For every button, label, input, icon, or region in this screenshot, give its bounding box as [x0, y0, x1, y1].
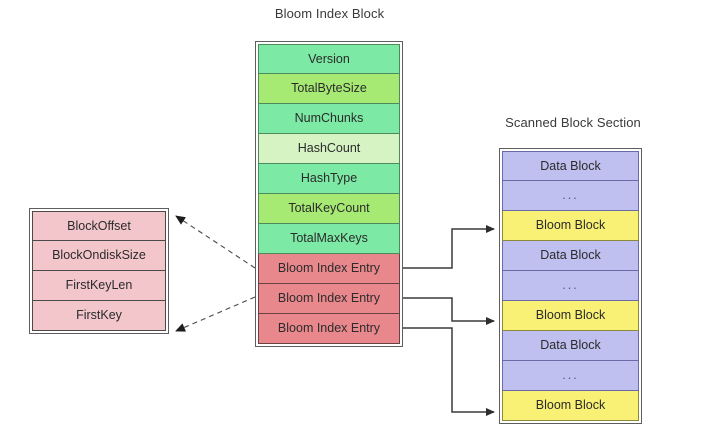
- table-row-bloom-index-entry-2: Bloom Index Entry: [258, 284, 400, 314]
- cell-label: Bloom Index Entry: [277, 261, 381, 276]
- cell-label: Data Block: [540, 338, 601, 353]
- entry-to-bloom-block-link-2: [403, 297, 495, 325]
- cell-label: NumChunks: [294, 111, 364, 126]
- entry-to-bloom-block-link-3: [403, 327, 495, 416]
- table-row-numchunks: NumChunks: [258, 104, 400, 134]
- cell-label: Version: [308, 51, 350, 66]
- table-row-bloom-index-entry-1: Bloom Index Entry: [258, 254, 400, 284]
- table-row-totalbytesize: TotalByteSize: [258, 74, 400, 104]
- dashed-callout-upper: [175, 215, 256, 269]
- cell-label: TotalKeyCount: [288, 201, 370, 216]
- table-row-data-block-2: Data Block: [502, 241, 639, 271]
- table-row-bloom-block-2: Bloom Block: [502, 301, 639, 331]
- cell-label: Bloom Index Entry: [277, 291, 381, 306]
- cell-label: Bloom Index Entry: [277, 321, 381, 336]
- cell-label: BlockOffset: [67, 218, 131, 233]
- table-row: FirstKey: [32, 301, 166, 331]
- table-row-ellipsis-1: ...: [502, 181, 639, 211]
- cell-label: ...: [562, 368, 579, 383]
- bloom-index-entry-detail-table: BlockOffset BlockOndiskSize FirstKeyLen …: [29, 208, 169, 334]
- table-row-hashtype: HashType: [258, 164, 400, 194]
- table-row-data-block-3: Data Block: [502, 331, 639, 361]
- table-row-hashcount: HashCount: [258, 134, 400, 164]
- entry-to-bloom-block-link-1: [403, 225, 495, 269]
- cell-label: ...: [562, 278, 579, 293]
- cell-label: Bloom Block: [535, 218, 606, 233]
- scanned-block-section-table: Data Block ... Bloom Block Data Block ..…: [499, 148, 642, 424]
- table-row-version: Version: [258, 44, 400, 74]
- table-row-totalkeycount: TotalKeyCount: [258, 194, 400, 224]
- cell-label: ...: [562, 188, 579, 203]
- cell-label: Data Block: [540, 248, 601, 263]
- table-row: FirstKeyLen: [32, 271, 166, 301]
- table-row: BlockOndiskSize: [32, 241, 166, 271]
- table-row-totalmaxkeys: TotalMaxKeys: [258, 224, 400, 254]
- scanned-block-section-title: Scanned Block Section: [505, 115, 641, 130]
- cell-label: FirstKeyLen: [65, 278, 133, 293]
- cell-label: TotalMaxKeys: [290, 231, 368, 246]
- cell-label: Bloom Block: [535, 398, 606, 413]
- cell-label: TotalByteSize: [291, 81, 367, 96]
- cell-label: HashCount: [297, 141, 361, 156]
- table-row-ellipsis-3: ...: [502, 361, 639, 391]
- table-row-bloom-block-1: Bloom Block: [502, 211, 639, 241]
- bloom-index-block-title: Bloom Index Block: [274, 6, 385, 21]
- table-row-ellipsis-2: ...: [502, 271, 639, 301]
- table-row-bloom-index-entry-3: Bloom Index Entry: [258, 314, 400, 344]
- bloom-index-block-table: Version TotalByteSize NumChunks HashCoun…: [255, 41, 403, 347]
- cell-label: Bloom Block: [535, 308, 606, 323]
- table-row-data-block-1: Data Block: [502, 151, 639, 181]
- cell-label: FirstKey: [76, 308, 122, 323]
- cell-label: HashType: [300, 171, 358, 186]
- cell-label: BlockOndiskSize: [52, 248, 146, 263]
- dashed-callout-lower: [175, 296, 256, 332]
- cell-label: Data Block: [540, 158, 601, 173]
- table-row: BlockOffset: [32, 211, 166, 241]
- table-row-bloom-block-3: Bloom Block: [502, 391, 639, 421]
